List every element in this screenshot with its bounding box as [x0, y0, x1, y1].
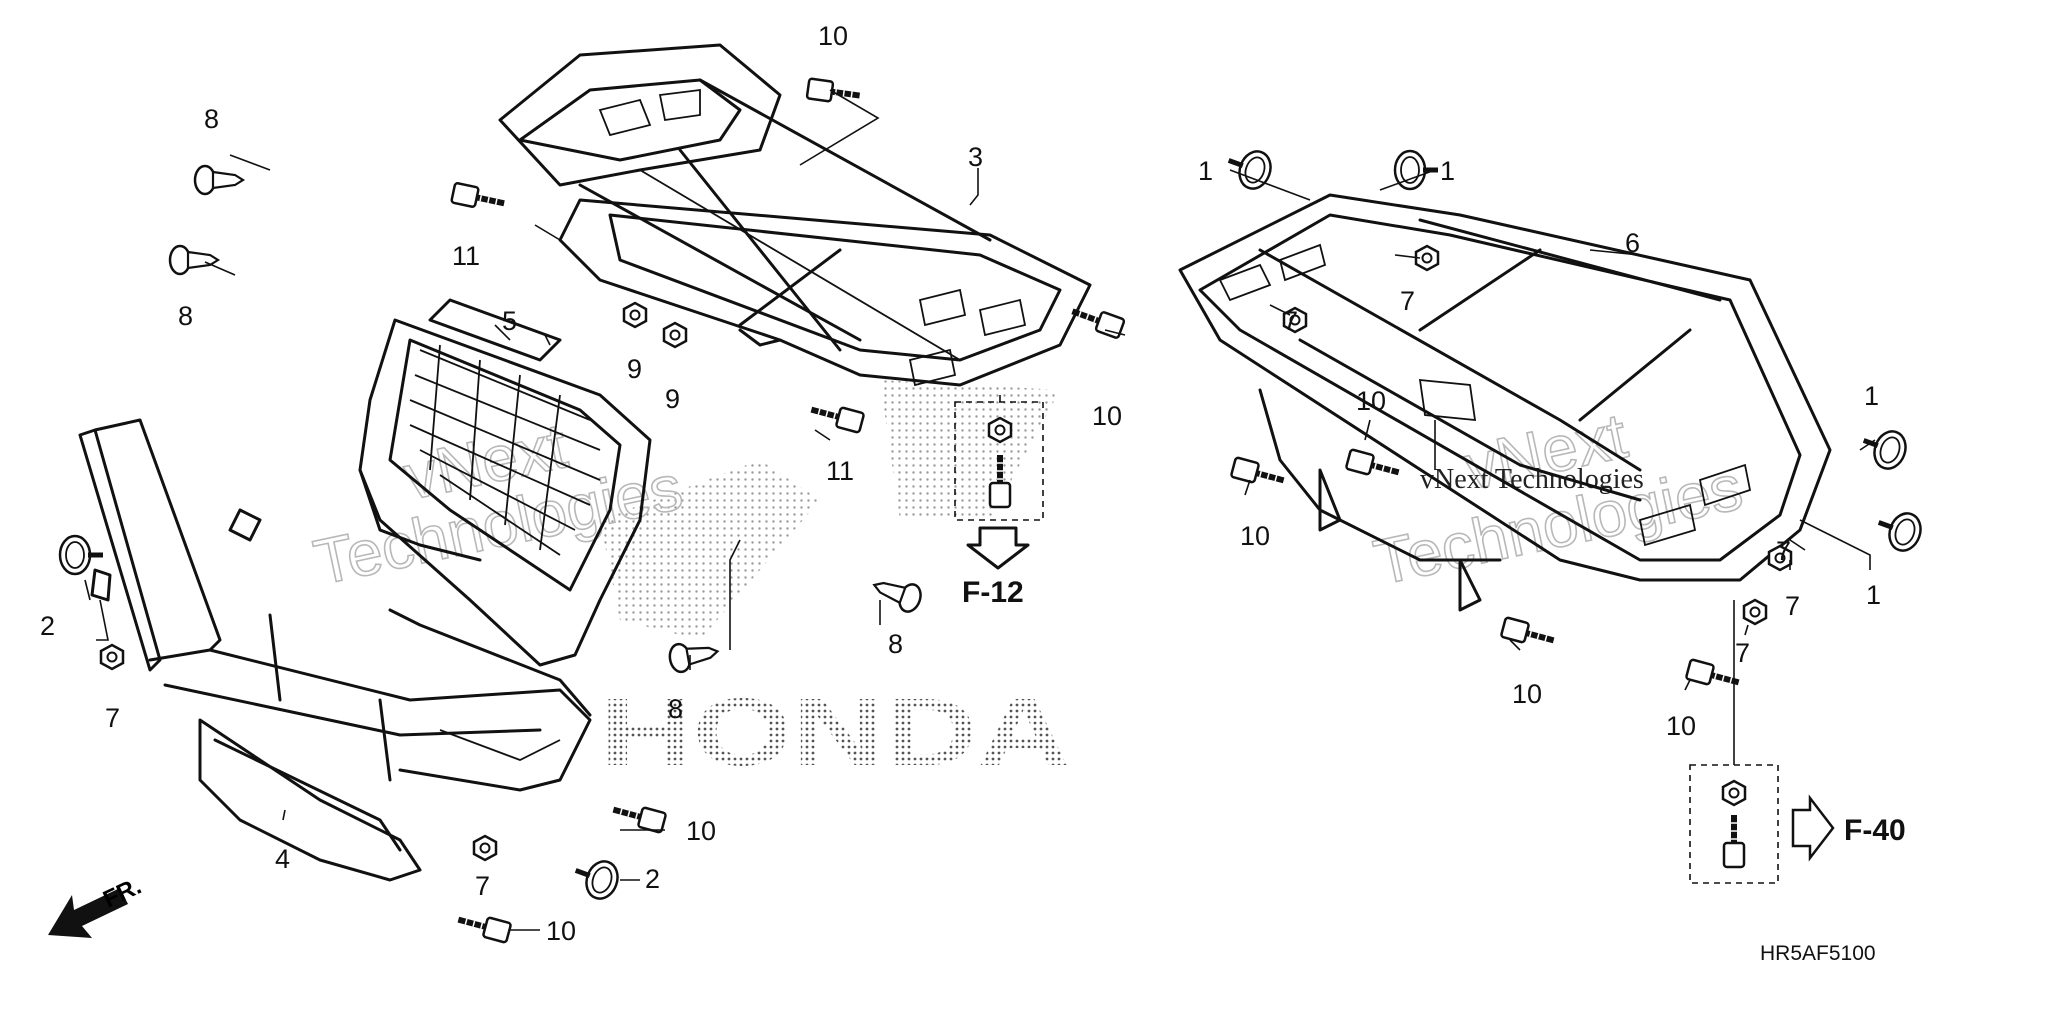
- callout-4: 4: [275, 844, 290, 874]
- callout-7: 7: [1785, 591, 1800, 621]
- reference-box-left: [954, 401, 1044, 521]
- callout-5: 5: [502, 306, 517, 336]
- callout-10: 10: [1512, 679, 1542, 709]
- callout-1: 1: [1866, 580, 1881, 610]
- callout-2: 2: [645, 864, 660, 894]
- callout-6: 6: [1625, 228, 1640, 258]
- reference-box-right: [1689, 764, 1779, 884]
- front-grille: [358, 298, 652, 667]
- callout-1: 1: [1198, 156, 1213, 186]
- callout-7: 7: [1735, 638, 1750, 668]
- leader-lines: [84, 89, 1876, 931]
- front-carrier: [498, 43, 1092, 387]
- ref-f12-label: F-12: [962, 576, 1024, 609]
- callout-10: 10: [818, 21, 848, 51]
- callout-2: 2: [40, 611, 55, 641]
- front-direction-arrow: FR.: [48, 873, 146, 938]
- bumper-side-bracket: [90, 568, 112, 602]
- callout-8: 8: [204, 104, 219, 134]
- callout-8: 8: [178, 301, 193, 331]
- callout-3: 3: [968, 142, 983, 172]
- front-bumper: [78, 418, 592, 882]
- callout-7: 7: [1283, 306, 1298, 336]
- callout-1: 1: [1440, 156, 1455, 186]
- callout-10: 10: [1356, 386, 1386, 416]
- callout-11: 11: [452, 241, 480, 271]
- callout-8: 8: [888, 629, 903, 659]
- callout-1: 1: [1864, 381, 1879, 411]
- diagram-code: HR5AF5100: [1760, 942, 1876, 965]
- callouts: 1 1 1 1 2 2 3 4 5 6 7 7 7 7 7 7 7 8 8 8 …: [40, 21, 1881, 946]
- ref-f40-label: F-40: [1844, 814, 1906, 847]
- callout-8: 8: [668, 694, 683, 724]
- callout-7: 7: [1400, 286, 1415, 316]
- reference-f40: F-40: [1791, 794, 1906, 862]
- callout-10: 10: [686, 816, 716, 846]
- brand-watermark: HONDA: [600, 380, 1070, 786]
- callout-10: 10: [1092, 401, 1122, 431]
- callout-7: 7: [1776, 536, 1791, 566]
- callout-10: 10: [1666, 711, 1696, 741]
- rear-carrier: [1178, 193, 1832, 612]
- callout-7: 7: [475, 871, 490, 901]
- callout-10: 10: [1240, 521, 1270, 551]
- callout-10: 10: [546, 916, 576, 946]
- callout-7: 7: [105, 703, 120, 733]
- brand-watermark-text: HONDA: [600, 679, 1070, 786]
- callout-9: 9: [665, 384, 680, 414]
- callout-11: 11: [826, 456, 854, 486]
- callout-9: 9: [627, 354, 642, 384]
- reference-f12: F-12: [962, 526, 1030, 609]
